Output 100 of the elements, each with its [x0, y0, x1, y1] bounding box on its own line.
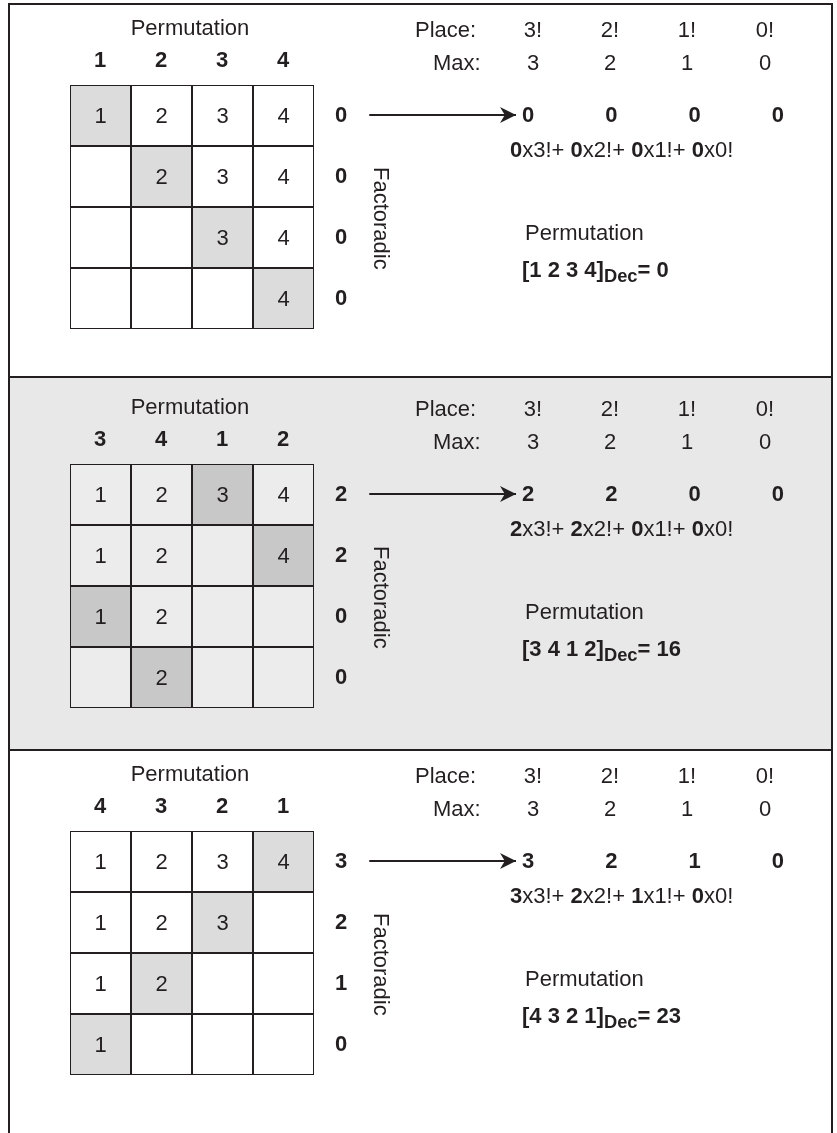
grid-cell: 2 — [131, 85, 192, 146]
row-label: Place: — [415, 396, 477, 422]
result-value: [3 4 1 2]$_{Dec}$= 16 — [522, 636, 681, 668]
grid-cell: 4 — [253, 146, 314, 207]
factoradic-digit: 0 — [771, 481, 784, 507]
place-value: 0! — [755, 17, 775, 43]
factoradic-digit: 2 — [335, 542, 348, 568]
grid-cell: 4 — [253, 831, 314, 892]
arrow — [368, 853, 517, 869]
vertical-label: Factoradic — [368, 913, 394, 1016]
place-value: 1! — [677, 396, 697, 422]
permutation-digit: 4 — [154, 426, 168, 452]
max-value: 2 — [603, 796, 617, 822]
factoradic-digit: 0 — [771, 848, 784, 874]
permutation-digit: 3 — [215, 47, 229, 73]
permutation-digit: 1 — [215, 426, 229, 452]
grid-cell: 2 — [131, 953, 192, 1014]
row-label: Max: — [433, 429, 481, 455]
factoradic-digit: 0 — [335, 1031, 348, 1057]
grid-cell: 4 — [253, 268, 314, 329]
factoradic-digit: 0 — [771, 102, 784, 128]
formula: 3x3!+ 2x2!+ 1x1!+ 0x0! — [510, 883, 734, 909]
factoradic-digit: 0 — [335, 224, 348, 250]
grid-cell: 3 — [192, 892, 253, 953]
place-value: 2! — [600, 17, 620, 43]
factoradic-digit: 0 — [335, 603, 348, 629]
grid-cell: 1 — [70, 1014, 131, 1075]
row-label: Place: — [415, 17, 477, 43]
grid-cell: 3 — [192, 207, 253, 268]
grid-cell: 4 — [253, 85, 314, 146]
max-value: 3 — [526, 796, 540, 822]
heading: Permutation — [525, 220, 644, 246]
permutation-digit: 1 — [93, 47, 107, 73]
place-value: 3! — [523, 17, 543, 43]
grid-cell: 3 — [192, 85, 253, 146]
row-label: Max: — [433, 796, 481, 822]
heading: Permutation — [525, 599, 644, 625]
place-value: 3! — [523, 763, 543, 789]
factoradic-digit: 2 — [335, 481, 348, 507]
grid-cell: 2 — [131, 831, 192, 892]
grid-cell: 3 — [192, 464, 253, 525]
grid-cell: 2 — [131, 647, 192, 708]
max-value: 3 — [526, 429, 540, 455]
grid-cell: 1 — [70, 953, 131, 1014]
factoradic-digit: 2 — [522, 481, 535, 507]
row-label: Max: — [433, 50, 481, 76]
heading: Permutation — [130, 15, 250, 41]
factoradic-digit: 0 — [335, 102, 348, 128]
factoradic-digit: 3 — [522, 848, 535, 874]
result-value: [1 2 3 4]$_{Dec}$= 0 — [522, 257, 669, 289]
factoradic-digit: 2 — [605, 481, 618, 507]
permutation-digit: 4 — [276, 47, 290, 73]
arrow — [368, 107, 517, 123]
grid-cell: 3 — [192, 146, 253, 207]
factoradic-digit: 1 — [335, 970, 348, 996]
permutation-digit: 3 — [154, 793, 168, 819]
vertical-label: Factoradic — [368, 167, 394, 270]
formula: 0x3!+ 0x2!+ 0x1!+ 0x0! — [510, 137, 734, 163]
vertical-label: Factoradic — [368, 546, 394, 649]
grid-cell: 1 — [70, 525, 131, 586]
factoradic-digit: 0 — [688, 102, 701, 128]
place-value: 0! — [755, 396, 775, 422]
max-value: 1 — [680, 50, 694, 76]
place-value: 3! — [523, 396, 543, 422]
row-label: Place: — [415, 763, 477, 789]
heading: Permutation — [525, 966, 644, 992]
grid-cell: 2 — [131, 892, 192, 953]
factoradic-digit: 0 — [605, 102, 618, 128]
max-value: 0 — [758, 50, 772, 76]
grid-cell: 1 — [70, 892, 131, 953]
factoradic-digit: 3 — [335, 848, 348, 874]
place-value: 1! — [677, 17, 697, 43]
permutation-digit: 2 — [276, 426, 290, 452]
permutation-digit: 3 — [93, 426, 107, 452]
max-value: 1 — [680, 429, 694, 455]
grid-cell: 1 — [70, 85, 131, 146]
max-value: 0 — [758, 796, 772, 822]
grid-cell: 4 — [253, 525, 314, 586]
grid-cell: 2 — [131, 464, 192, 525]
max-value: 0 — [758, 429, 772, 455]
grid-cell: 2 — [131, 146, 192, 207]
factoradic-digit: 0 — [335, 163, 348, 189]
grid-cell: 1 — [70, 464, 131, 525]
factoradic-digit: 0 — [335, 664, 348, 690]
result-value: [4 3 2 1]$_{Dec}$= 23 — [522, 1003, 681, 1035]
max-value: 1 — [680, 796, 694, 822]
place-value: 2! — [600, 396, 620, 422]
permutation-digit: 4 — [93, 793, 107, 819]
formula: 2x3!+ 2x2!+ 0x1!+ 0x0! — [510, 516, 734, 542]
permutation-digit: 2 — [215, 793, 229, 819]
factoradic-digit: 2 — [335, 909, 348, 935]
max-value: 3 — [526, 50, 540, 76]
factoradic-digit: 1 — [688, 848, 701, 874]
place-value: 0! — [755, 763, 775, 789]
max-value: 2 — [603, 429, 617, 455]
heading: Permutation — [130, 394, 250, 420]
factoradic-digit: 0 — [335, 285, 348, 311]
grid-cell: 3 — [192, 831, 253, 892]
arrow — [368, 486, 517, 502]
place-value: 2! — [600, 763, 620, 789]
